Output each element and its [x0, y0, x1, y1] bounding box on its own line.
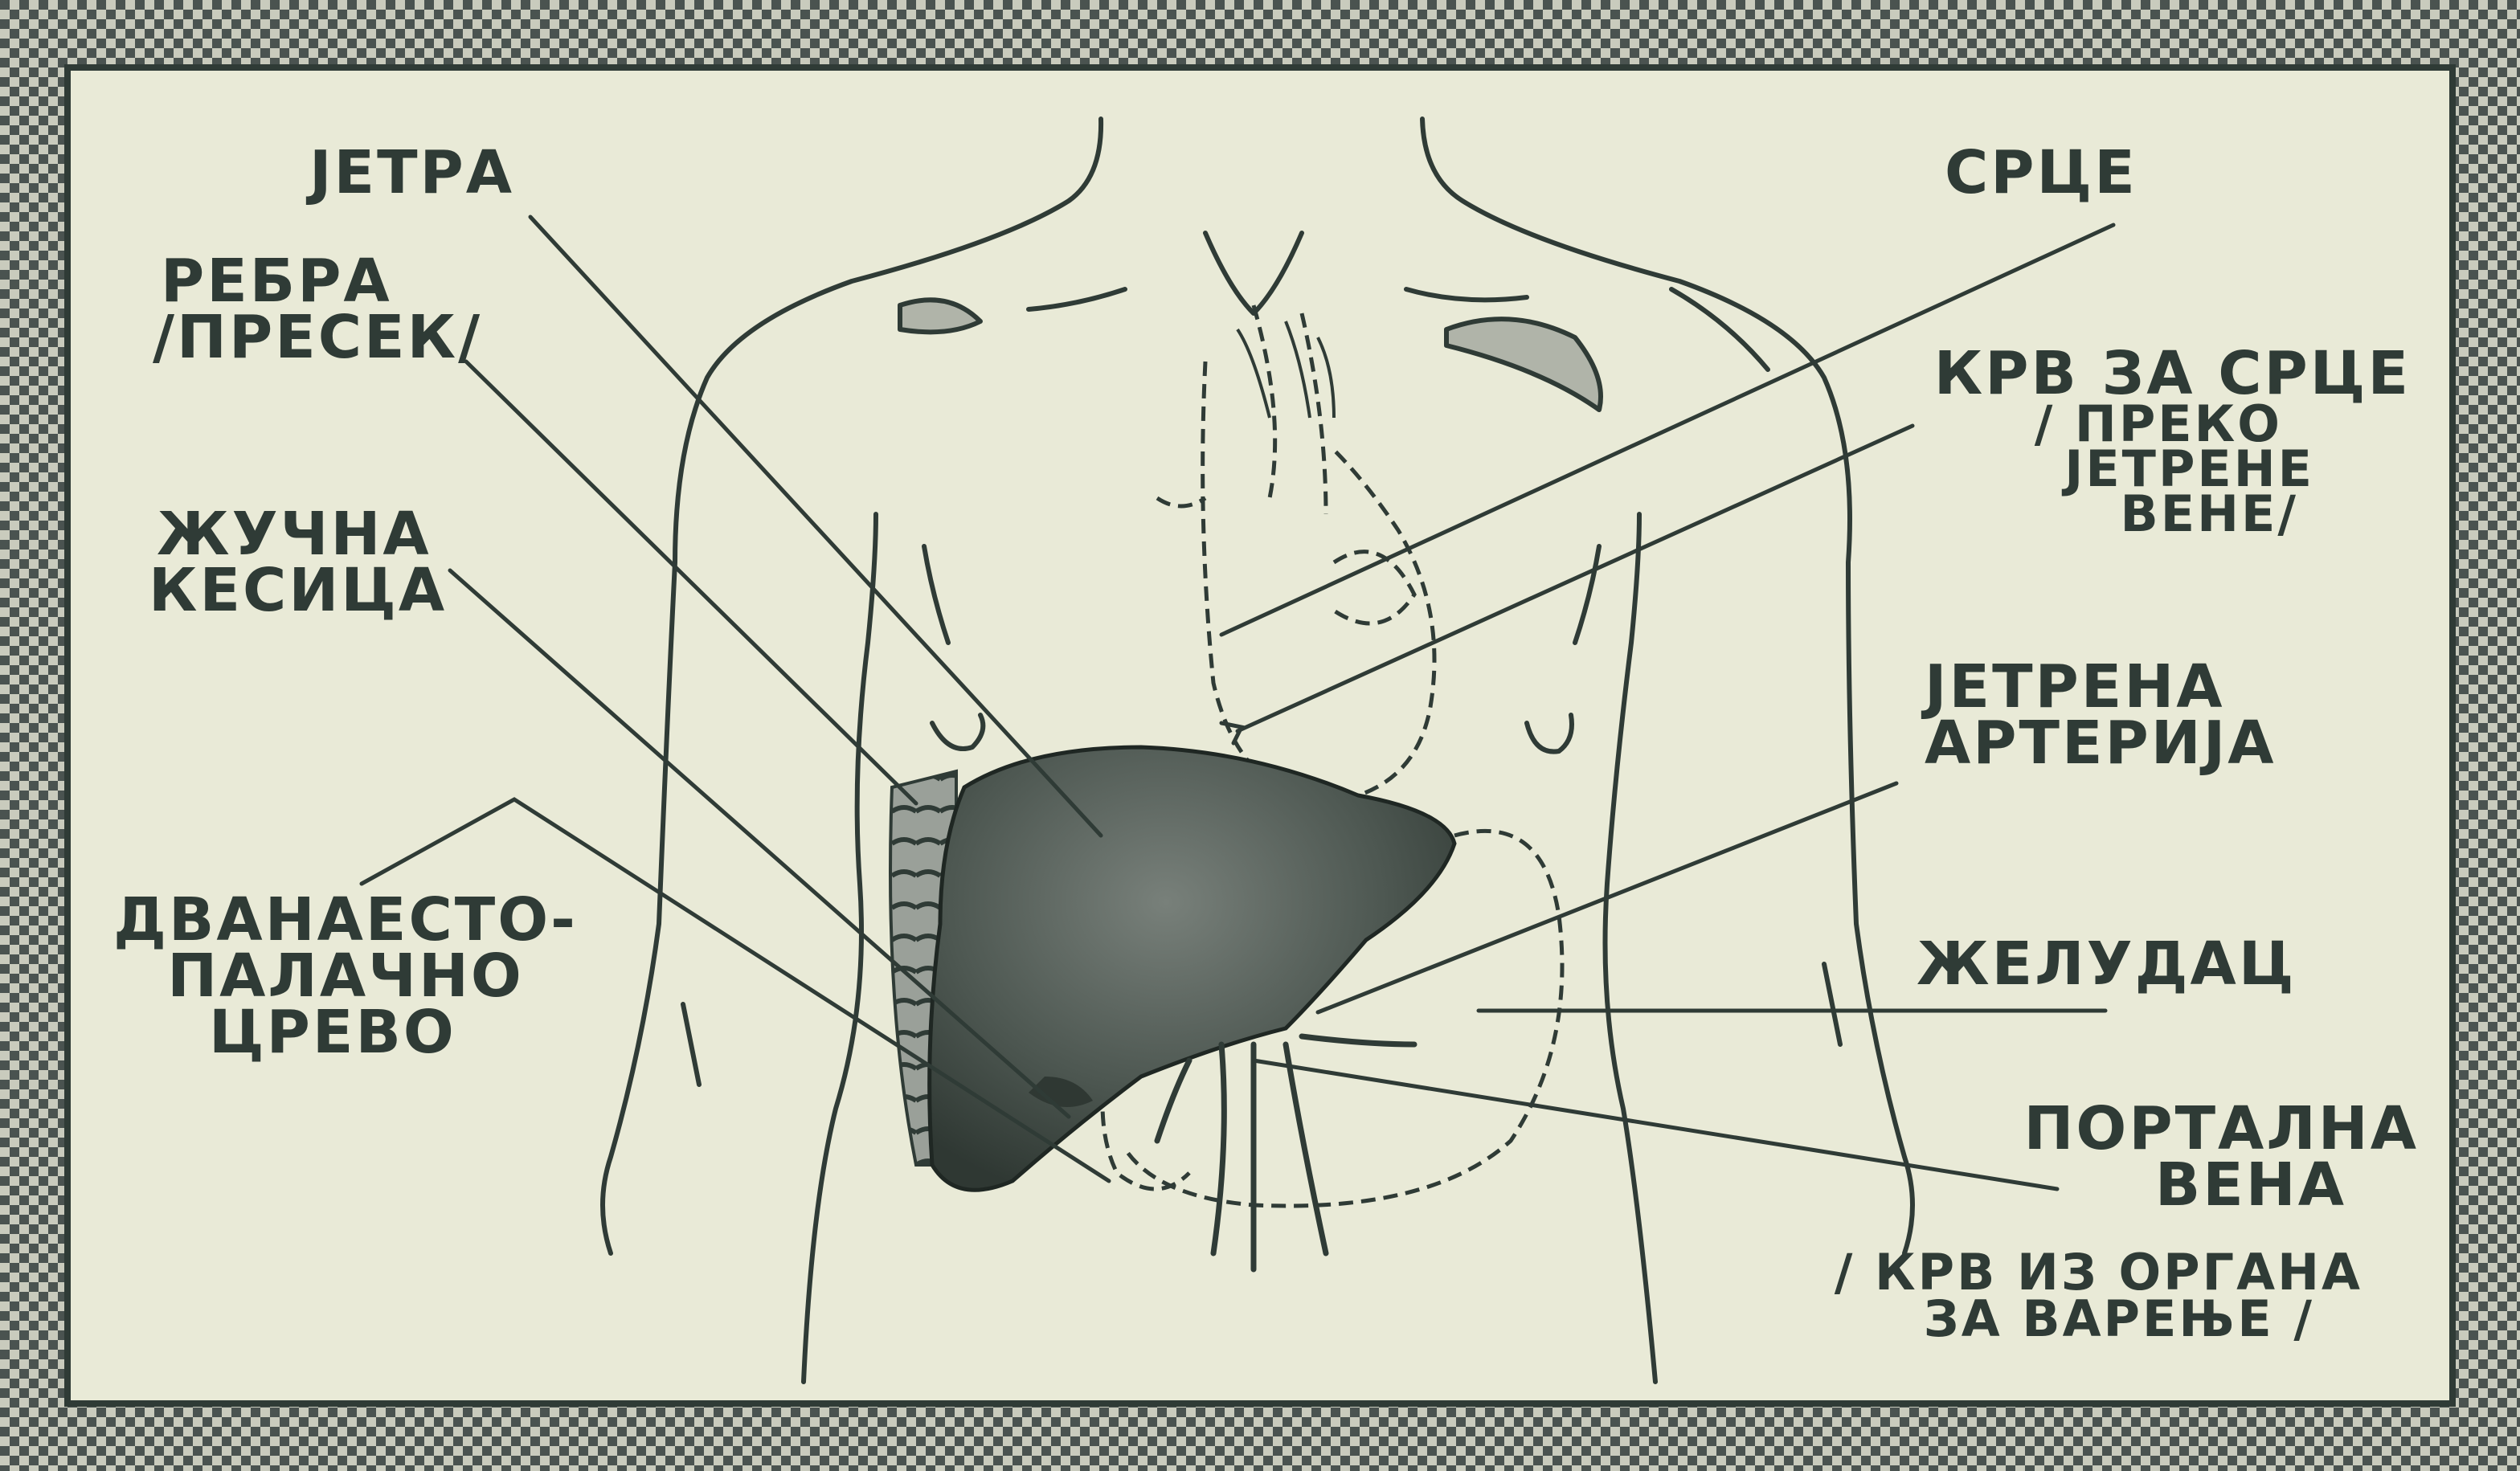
label-srce: СРЦЕ — [1945, 145, 2138, 201]
label-krv-za-srce-line4: ВЕНЕ/ — [1832, 492, 2411, 537]
label-jetrena-arterija-line2: АРТЕРИЈА — [1925, 715, 2277, 771]
label-krv-iz-organa-line2: ЗА ВАРЕЊЕ / — [1639, 1296, 2362, 1342]
label-portalna-vena-line2: ВЕНА — [1848, 1157, 2419, 1213]
label-rebra-line1: РЕБРА — [153, 253, 482, 309]
label-dvanaestopalacno-line1: ДВАНАЕСТО- — [96, 892, 595, 948]
label-krv-za-srce: КРВ ЗА СРЦЕ / ПРЕКО ЈЕТРЕНЕ ВЕНЕ/ — [1832, 345, 2411, 537]
label-rebra: РЕБРА /ПРЕСЕК/ — [153, 253, 482, 366]
label-zucna-kesica: ЖУЧНА КЕСИЦА — [149, 506, 447, 619]
label-zucna-kesica-line2: КЕСИЦА — [149, 562, 447, 619]
label-zucna-kesica-line1: ЖУЧНА — [149, 506, 447, 562]
label-dvanaestopalacno-line2: ПАЛАЧНО — [96, 948, 595, 1004]
label-jetrena-arterija-line1: ЈЕТРЕНА — [1925, 659, 2277, 715]
label-zeludac: ЖЕЛУДАЦ — [1917, 936, 2296, 992]
label-krv-iz-organa: / КРВ ИЗ ОРГАНА ЗА ВАРЕЊЕ / — [1639, 1249, 2362, 1342]
label-krv-za-srce-line1: КРВ ЗА СРЦЕ — [1832, 345, 2411, 402]
label-portalna-vena: ПОРТАЛНА ВЕНА — [1848, 1101, 2419, 1213]
label-portalna-vena-line1: ПОРТАЛНА — [1848, 1101, 2419, 1157]
label-rebra-line2: /ПРЕСЕК/ — [153, 309, 482, 366]
label-dvanaestopalacno-crevo: ДВАНАЕСТО- ПАЛАЧНО ЦРЕВО — [96, 892, 595, 1060]
label-jetra: ЈЕТРА — [309, 145, 514, 201]
label-jetrena-arterija: ЈЕТРЕНА АРТЕРИЈА — [1925, 659, 2277, 771]
label-dvanaestopalacno-line3: ЦРЕВО — [96, 1004, 595, 1060]
